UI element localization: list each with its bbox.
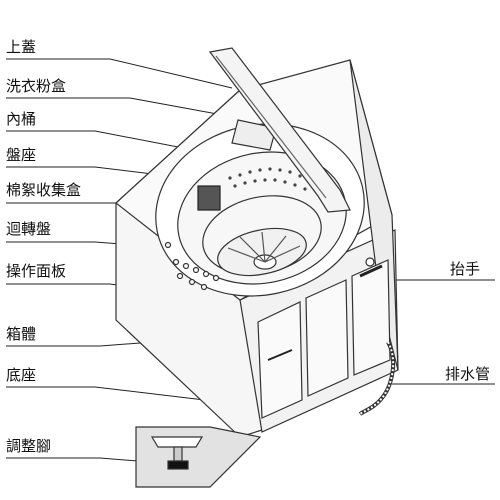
label-adjustable-foot: 調整腳: [6, 437, 52, 455]
front-panel-2: [305, 279, 349, 397]
label-tray-seat: 盤座: [6, 146, 37, 164]
handle: [359, 264, 383, 278]
front-panel-1: [257, 301, 303, 419]
top-lid: [208, 47, 351, 213]
label-lint-collector: 棉絮收集盒: [6, 181, 82, 199]
adjustable-foot-inset: [135, 426, 262, 488]
control-panel-buttons: [164, 241, 220, 291]
foot-pad: [167, 460, 189, 470]
label-detergent-box: 洗衣粉盒: [6, 77, 67, 95]
pulsator-disc: [217, 227, 307, 277]
detergent-box: [231, 119, 277, 151]
label-top-lid: 上蓋: [6, 38, 37, 56]
label-drain-hose: 排水管: [445, 365, 491, 383]
label-control-panel: 操作面板: [6, 262, 67, 280]
label-handle: 抬手: [450, 260, 481, 278]
pulsator-vanes: [227, 231, 301, 263]
front-panel-3: [351, 259, 391, 376]
label-pulsator: 迴轉盤: [6, 220, 52, 238]
label-inner-tub: 內桶: [6, 110, 37, 128]
drain-hose: [358, 341, 396, 416]
foot-stem: [173, 446, 183, 462]
lint-collector-box: [197, 185, 221, 211]
machine-body: [115, 47, 399, 438]
label-base: 底座: [6, 366, 37, 384]
label-cabinet: 箱體: [6, 325, 37, 343]
